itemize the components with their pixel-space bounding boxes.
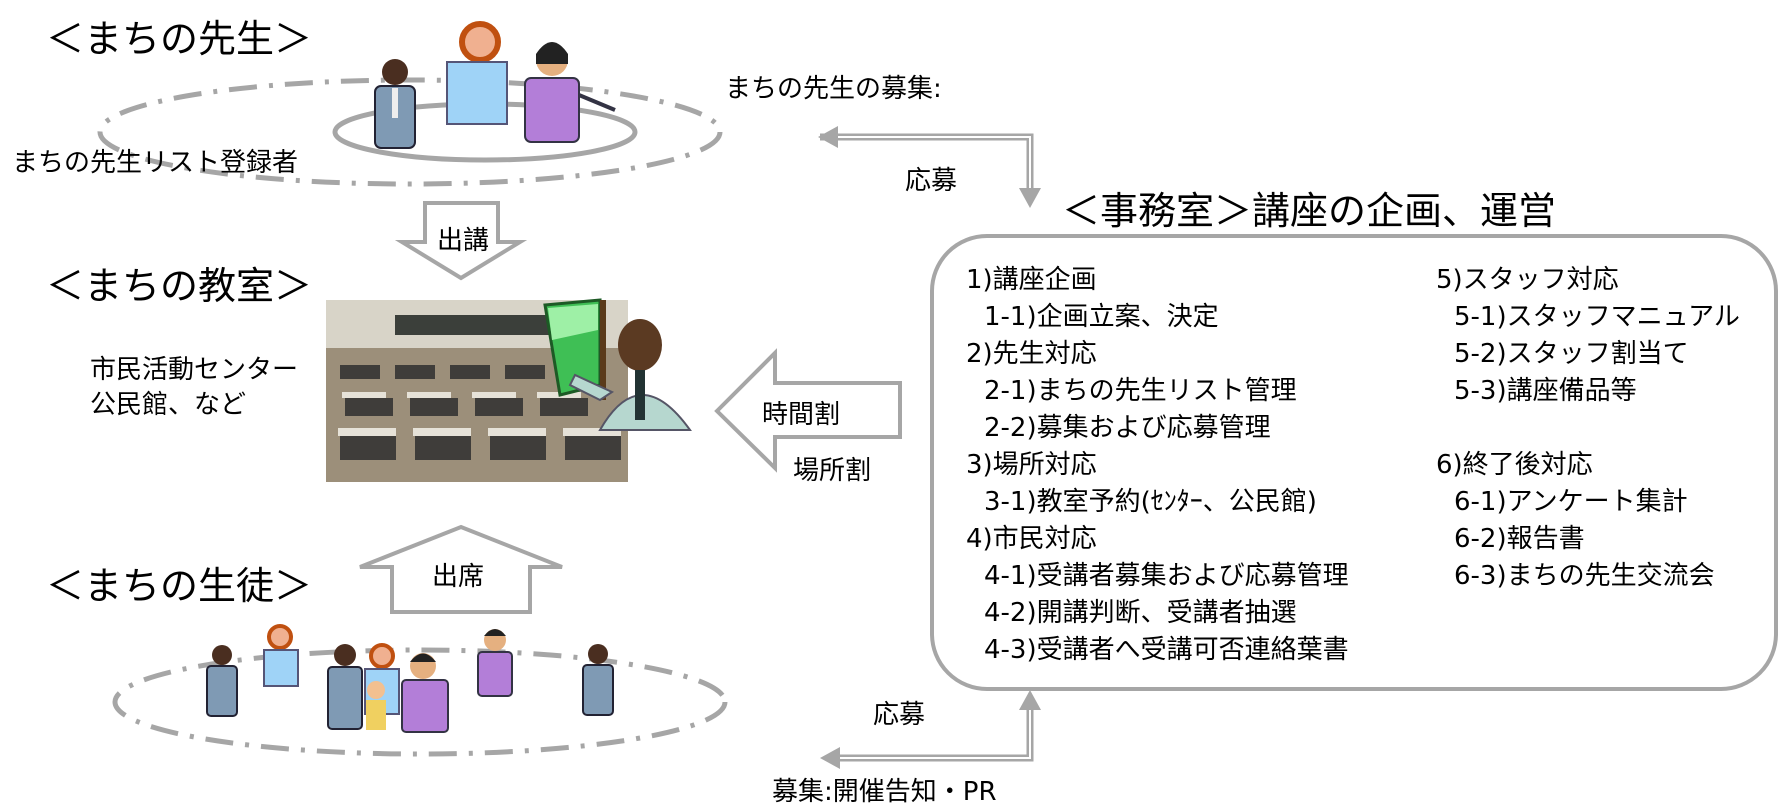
top-connector-head-left [818,126,838,148]
classroom-venue-line1: 市民活動センター [90,355,299,385]
teachers-recruit-label: まちの先生の募集: [725,74,942,104]
students-recruit-label: 募集:開催告知・PR [772,777,997,807]
office-item: 6-1)アンケート集計 [1454,487,1688,517]
timetable-label: 時間割 [762,400,841,430]
office-item: 5-1)スタッフマニュアル [1454,302,1740,332]
office-item: 3-1)教室予約(ｾﾝﾀｰ、公民館) [984,487,1317,517]
office-item: 5)スタッフ対応 [1436,265,1619,295]
students-heading: ＜まちの生徒＞ [46,564,313,608]
office-panel [930,234,1778,691]
office-item: 2-2)募集および応募管理 [984,413,1271,443]
teachers-illustration [374,21,616,149]
office-item: 6)終了後対応 [1436,450,1593,480]
office-right-list: 5)スタッフ対応 5-1)スタッフマニュアル 5-2)スタッフ割当て 5-3)講… [1436,262,1740,595]
office-left-list: 1)講座企画 1-1)企画立案、決定 2)先生対応 2-1)まちの先生リスト管理… [966,262,1349,669]
students-apply-label: 応募 [873,700,926,730]
teachers-outer-ellipse [97,77,723,187]
top-connector-head-down [1019,188,1041,208]
classroom-venue-line2: 公民館、など [90,390,247,420]
bottom-connector-head-up [1019,690,1041,710]
office-item: 3)場所対応 [966,450,1097,480]
office-item: 4-3)受講者へ受講可否連絡葉書 [984,635,1349,665]
office-item-spacer [1436,410,1740,447]
dispatch-arrow-shape [394,201,528,281]
location-label: 場所割 [793,456,872,486]
dispatch-arrow-label: 出講 [437,226,490,256]
students-illustration [206,624,614,733]
office-item: 6-2)報告書 [1454,524,1585,554]
attend-arrow-label: 出席 [432,562,485,592]
office-item: 4)市民対応 [966,524,1097,554]
office-item: 4-2)開講判断、受講者抽選 [984,598,1297,628]
bottom-connector-head-left [820,747,840,769]
classroom-heading: ＜まちの教室＞ [46,264,313,308]
office-heading: ＜事務室＞講座の企画、運営 [1062,189,1557,233]
bottom-connector-arrow-inner [830,700,1031,759]
office-item: 5-2)スタッフ割当て [1454,339,1689,369]
office-item: 1-1)企画立案、決定 [984,302,1219,332]
teachers-heading: ＜まちの先生＞ [46,17,313,61]
top-connector-arrow-inner [820,136,1031,192]
bottom-connector-arrow [830,700,1034,762]
teachers-registrants-label: まちの先生リスト登録者 [12,148,299,178]
students-ellipse [112,647,728,757]
classroom-photo [326,300,628,482]
timetable-arrow-shape [714,348,902,473]
office-item: 6-3)まちの先生交流会 [1454,561,1715,591]
teachers-apply-label: 応募 [905,166,958,196]
attend-arrow-shape [359,524,563,614]
office-item: 4-1)受講者募集および応募管理 [984,561,1349,591]
teacher-with-board-illustration [543,298,692,431]
office-item: 5-3)講座備品等 [1454,376,1637,406]
office-item: 2-1)まちの先生リスト管理 [984,376,1297,406]
office-item: 1)講座企画 [966,265,1097,295]
office-item: 2)先生対応 [966,339,1097,369]
